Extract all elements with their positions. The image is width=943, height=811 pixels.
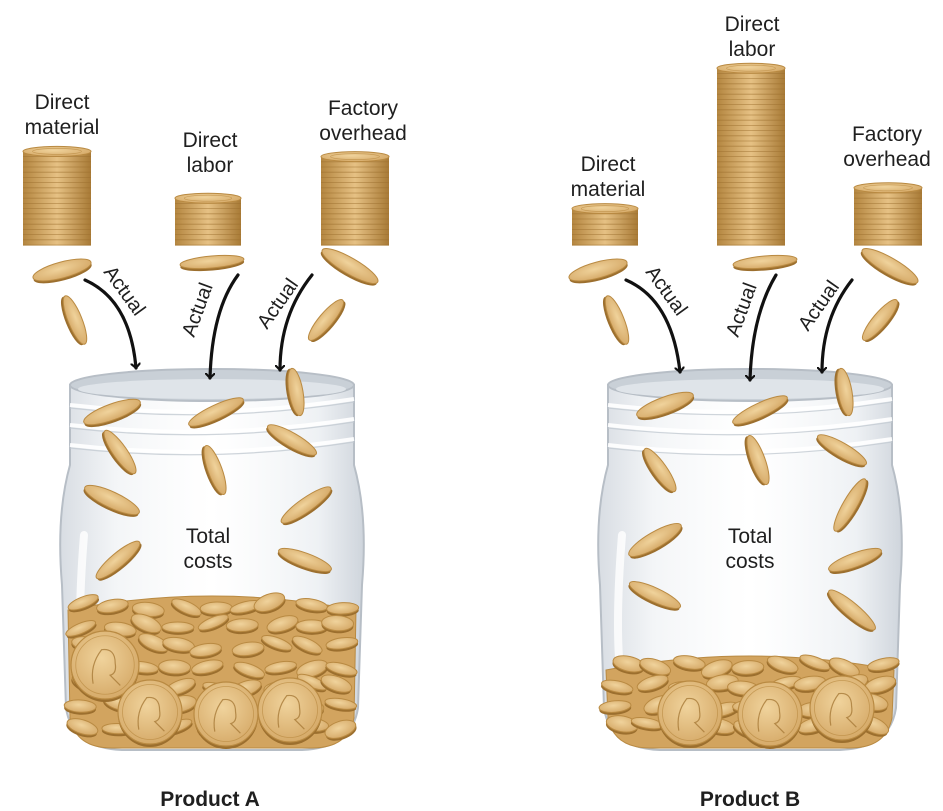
coin-face: [258, 678, 322, 742]
coin-top: [572, 204, 638, 214]
stack-direct-material-a: [23, 146, 91, 245]
coin-face: [738, 682, 802, 746]
falling-coin: [858, 296, 904, 346]
label-direct-labor-a: Direct labor: [170, 128, 250, 178]
penny-face: [810, 676, 874, 743]
label-direct-material-a: Direct material: [22, 90, 102, 140]
coin-face: [118, 680, 182, 744]
penny-face: [194, 682, 258, 749]
coin-face: [567, 255, 629, 286]
label-direct-labor-b: Direct labor: [712, 12, 792, 62]
falling-coin: [857, 243, 922, 291]
arrow-factory-overhead-a: Actual: [253, 275, 312, 370]
label-line: Direct: [22, 90, 102, 115]
arrow-label: Actual: [641, 262, 691, 320]
coin-face: [304, 296, 348, 345]
falling-coin: [733, 253, 798, 273]
label-line: Direct: [712, 12, 792, 37]
arrow-factory-overhead-b: Actual: [794, 277, 852, 372]
label-line: costs: [710, 549, 790, 574]
coin-top: [321, 152, 389, 162]
label-line: labor: [170, 153, 250, 178]
arrow-label: Actual: [99, 262, 149, 320]
penny-face: [258, 678, 322, 745]
label-line: overhead: [832, 147, 942, 172]
arrow-direct-labor-b: Actual: [722, 275, 776, 380]
falling-coin: [598, 293, 633, 347]
jar-label-b: Total costs: [710, 524, 790, 574]
arrow-direct-labor-a: Actual: [178, 275, 238, 378]
stack-factory-overhead-b: [854, 183, 922, 246]
label-line: Factory: [308, 96, 418, 121]
label-line: overhead: [308, 121, 418, 146]
coin-face: [858, 243, 921, 289]
penny-face: [118, 680, 182, 747]
falling-coin: [304, 296, 350, 346]
arrow-direct-material-a: Actual: [85, 262, 149, 368]
label-line: material: [558, 177, 658, 202]
stack-direct-labor-a: [175, 193, 241, 245]
label-line: Direct: [170, 128, 250, 153]
pile-coin: [162, 622, 194, 635]
stack-factory-overhead-a: [321, 152, 389, 246]
coin-face: [810, 676, 874, 740]
pile-product-a: [64, 589, 359, 749]
coin-face: [194, 682, 258, 746]
coin-top: [854, 183, 922, 193]
coin-face: [180, 253, 245, 271]
penny-face: [738, 682, 802, 749]
label-line: material: [22, 115, 102, 140]
label-line: Total: [168, 524, 248, 549]
stack-direct-labor-b: [717, 63, 785, 245]
falling-coin: [567, 255, 630, 288]
label-direct-material-b: Direct material: [558, 152, 658, 202]
coin-face: [858, 296, 902, 345]
falling-coin: [31, 255, 94, 288]
coin-face: [318, 243, 381, 289]
label-line: Direct: [558, 152, 658, 177]
penny-face: [658, 681, 722, 748]
coin-top: [717, 63, 785, 73]
label-factory-overhead-a: Factory overhead: [308, 96, 418, 146]
pile-product-b: [599, 652, 901, 749]
label-line: costs: [168, 549, 248, 574]
falling-coin: [180, 253, 245, 273]
label-line: Factory: [832, 122, 942, 147]
jar-label-a: Total costs: [168, 524, 248, 574]
label-line: labor: [712, 37, 792, 62]
arrow-direct-material-b: Actual: [626, 262, 691, 372]
coin-face: [733, 253, 798, 271]
label-factory-overhead-b: Factory overhead: [832, 122, 942, 172]
coin-face: [162, 622, 194, 633]
falling-coin: [56, 293, 91, 347]
caption-product-b: Product B: [670, 788, 830, 811]
label-line: Total: [710, 524, 790, 549]
arrow-label: Actual: [178, 280, 218, 340]
falling-coin: [317, 243, 382, 291]
coin-face: [658, 681, 722, 745]
jar-mouth-inner: [78, 379, 346, 399]
stack-direct-material-b: [572, 204, 638, 246]
coin-top: [175, 193, 241, 203]
coin-top: [23, 146, 91, 156]
caption-product-a: Product A: [130, 788, 290, 811]
